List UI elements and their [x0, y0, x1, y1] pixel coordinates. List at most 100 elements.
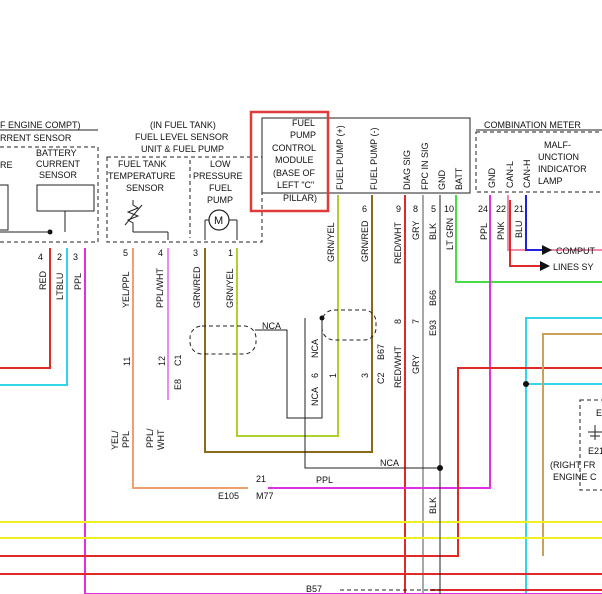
- pin-num-1: 1: [228, 248, 233, 258]
- fuel-pump-control-module: FUEL PUMP CONTROL MODULE (BASE OF LEFT "…: [249, 110, 471, 213]
- wire-label-ppl-wht-b-1: PPL/: [145, 428, 155, 448]
- wire-yel-ppl: [132, 248, 248, 489]
- pin-num-10: 10: [444, 204, 454, 214]
- black-wires: [0, 195, 529, 594]
- wire-layer: [0, 195, 602, 594]
- right-component: E E21 (RIGHT FR ENGINE C: [550, 399, 602, 491]
- wire-pnk-meter: [507, 195, 602, 251]
- wire-label-blk-b: BLK: [428, 497, 438, 514]
- wire-nca-loop: [255, 318, 323, 419]
- wire-labels: RED LTBLU PPL YEL/PPL PPL/WHT GRN/RED GR…: [38, 218, 524, 514]
- pin-num-24: 24: [478, 204, 488, 214]
- fpcm-label-6: LEFT "C": [277, 180, 314, 190]
- pin-batt: BATT: [454, 167, 464, 190]
- current-sensor-label: RRENT SENSOR: [0, 133, 72, 143]
- wire-red-battery: [0, 248, 51, 369]
- splice-ground: [437, 465, 443, 471]
- thermistor-arrow: [124, 204, 143, 226]
- mil-label-3: INDICATOR: [538, 164, 587, 174]
- mil-label-4: LAMP: [538, 176, 563, 186]
- wire-label-ppl-wht: PPL/WHT: [155, 267, 165, 308]
- fuel-level-label: FUEL LEVEL SENSOR: [135, 132, 229, 142]
- pin-num-3b: 3: [193, 248, 198, 258]
- wire-label-gry: GRY: [411, 221, 421, 240]
- wire-label-red-wht-b: RED/WHT: [393, 346, 403, 388]
- battery-sensor-box: [36, 184, 95, 212]
- wire-label-gry-b: GRY: [411, 355, 421, 374]
- ftt-label-2: TEMPERATURE: [108, 171, 175, 181]
- fuel-pump-unit-label: UNIT & FUEL PUMP: [141, 144, 224, 154]
- wire-label-blu: BLU: [514, 220, 524, 238]
- wire-label-yel-ppl-b-1: YEL/: [110, 430, 120, 450]
- mil-label-1: MALF-: [544, 140, 571, 150]
- pin-num-2: 2: [57, 252, 62, 262]
- combination-meter: COMBINATION METER GND CAN-L CAN-H MALF- …: [475, 120, 602, 272]
- e21-label: E21: [588, 446, 602, 456]
- mil-label-2: UNCTION: [538, 152, 579, 162]
- conn-e8: E8: [173, 379, 183, 390]
- wire-nca-ground: [304, 318, 440, 469]
- pin-num-8: 8: [413, 204, 418, 214]
- pin-fpc-in-sig: FPC IN SIG: [420, 142, 430, 190]
- fpcm-label-3: CONTROL: [272, 143, 316, 153]
- pin-fuel-pump-neg: FUEL PUMP (-): [369, 127, 379, 190]
- thermistor-icon: [126, 200, 140, 232]
- conn-e105: E105: [218, 491, 239, 501]
- nca-bundle-right: [321, 309, 377, 341]
- pin-num-5b: 5: [431, 204, 436, 214]
- pin-num-5: 5: [123, 248, 128, 258]
- wire-red-right: [0, 367, 602, 557]
- wire-label-grn-red-b: GRN/RED: [360, 220, 370, 262]
- pin-num-6b: 6: [310, 373, 320, 378]
- pin-num-22: 22: [496, 204, 506, 214]
- conn-m77: M77: [256, 491, 274, 501]
- battery-label-2: CURRENT: [36, 159, 81, 169]
- wire-ppl-meter: [268, 195, 491, 489]
- pin-num-6: 6: [362, 204, 367, 214]
- right-front-label-1: (RIGHT FR: [550, 460, 596, 470]
- wire-label-grn-yel: GRN/YEL: [225, 268, 235, 308]
- re-fragment: RE: [0, 160, 13, 170]
- wire-label-lt-grn: LT GRN: [445, 218, 455, 250]
- ftt-label-1: FUEL TANK: [118, 159, 166, 169]
- pin-num-11: 11: [122, 357, 132, 366]
- comb-meter-label: COMBINATION METER: [484, 120, 581, 130]
- fpcm-label-1: FUEL: [292, 118, 315, 128]
- lp-label-4: PUMP: [207, 195, 233, 205]
- fpcm-label-5: (BASE OF: [273, 168, 316, 178]
- wire-label-yel-ppl-b-2: PPL: [121, 431, 131, 448]
- nca-bundle-left: [189, 325, 257, 355]
- pin-diag-sig: DIAG SIG: [402, 150, 412, 190]
- fpcm-label-2: PUMP: [290, 130, 316, 140]
- lp-label-3: FUEL: [209, 183, 232, 193]
- wire-label-pnk: PNK: [496, 221, 506, 240]
- pin-num-4b: 4: [158, 248, 163, 258]
- conn-b66: B66: [428, 290, 438, 306]
- fuel-level-sensor-unit: (IN FUEL TANK) FUEL LEVEL SENSOR UNIT & …: [106, 120, 263, 243]
- pin-num-7: 7: [411, 319, 421, 324]
- pin-num-21b: 21: [256, 474, 266, 484]
- wire-label-nca-4: NCA: [380, 458, 399, 468]
- fuel-tank-box: [106, 156, 263, 243]
- splice-cyan: [523, 381, 529, 387]
- wire-label-ppl-wht-b-2: WHT: [156, 429, 166, 450]
- pin-num-9: 9: [396, 204, 401, 214]
- wire-label-ppl-b: PPL: [479, 223, 489, 240]
- pin-num-3: 3: [73, 252, 78, 262]
- e-fragment: E: [596, 408, 602, 418]
- right-component-box: [579, 399, 602, 491]
- motor-label: M: [214, 215, 223, 227]
- left-partial-box: [0, 184, 9, 231]
- wire-blu-can: [525, 195, 542, 251]
- fpcm-label-7: PILLAR): [283, 193, 317, 203]
- wire-ltblu-battery: [0, 248, 68, 386]
- wire-red-can: [509, 200, 540, 267]
- pin-gnd: GND: [437, 170, 447, 191]
- wire-label-grn-yel-b: GRN/YEL: [326, 222, 336, 262]
- conn-e93: E93: [428, 320, 438, 336]
- computer-label: COMPUT: [556, 246, 595, 256]
- wire-label-blk: BLK: [428, 223, 438, 240]
- wire-grn-yel: [236, 195, 339, 437]
- wire-label-red: RED: [38, 270, 48, 290]
